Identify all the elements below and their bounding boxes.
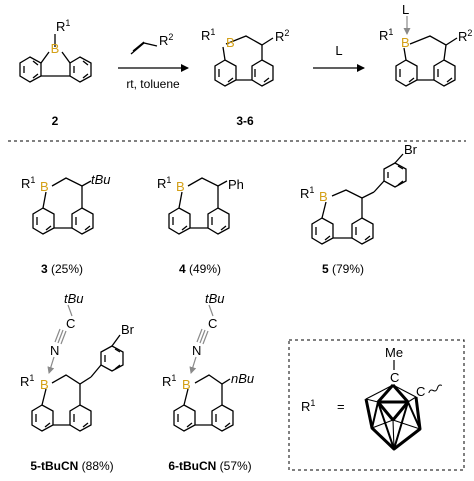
legend-methyl: Me xyxy=(385,345,403,360)
compound-3-boron: B xyxy=(40,179,49,194)
compound-5-tbucn xyxy=(31,334,124,432)
reactant-borafluorene xyxy=(19,34,92,83)
compound-6-tbucn-label: 6-tBuCN (57%) xyxy=(168,459,251,473)
compound-5-tbucn-r1: R1 xyxy=(20,373,34,389)
compound-3-substituent: tBu xyxy=(91,172,111,187)
arrow-ligand: L xyxy=(335,43,342,58)
compound-6-nitrile-c: C xyxy=(208,316,217,331)
compound-5-tbucn-substituent: Br xyxy=(121,322,135,337)
alkene-reagent xyxy=(130,41,158,55)
compound-4-substituent: Ph xyxy=(228,177,244,192)
compound-5-nitrile-c: C xyxy=(66,316,75,331)
compound-3 xyxy=(32,177,94,235)
compound-5-nitrile xyxy=(47,304,73,374)
adduct-ligand: L xyxy=(402,2,409,17)
r1-legend-box xyxy=(288,339,465,471)
compound-6-nitrile xyxy=(189,304,214,374)
compound-5 xyxy=(311,153,407,245)
legend-equals: = xyxy=(337,399,345,414)
alkene-r2: R2 xyxy=(159,32,173,48)
reaction-conditions: rt, toluene xyxy=(126,77,180,91)
compound-6-tbucn xyxy=(173,374,234,432)
adduct-r2: R2 xyxy=(458,28,472,44)
compound-4-r1: R1 xyxy=(157,175,171,191)
product-borepine xyxy=(214,35,274,87)
compound-5-tbucn-boron: B xyxy=(40,377,49,392)
adduct-boron: B xyxy=(401,35,410,50)
product-range-label: 3-6 xyxy=(236,114,254,128)
compound-4 xyxy=(168,177,230,235)
attachment-wavy-icon xyxy=(428,384,443,394)
product-adduct xyxy=(395,35,458,87)
compound-6-tbucn-substituent: nBu xyxy=(231,371,254,386)
compound-5-tbucn-label: 5-tBuCN (88%) xyxy=(30,459,113,473)
compound-4-label: 4 (49%) xyxy=(179,262,221,276)
product-boron: B xyxy=(226,35,235,50)
compound-6-nitrile-n: N xyxy=(192,343,201,358)
compound-6-tbucn-r1: R1 xyxy=(162,373,176,389)
compound-5-substituent: Br xyxy=(404,142,418,157)
legend-carbon-2: C xyxy=(416,384,425,399)
compound-5-boron: B xyxy=(319,189,328,204)
legend-r1: R1 xyxy=(301,398,315,414)
product-r1: R1 xyxy=(201,27,215,43)
product-r2: R2 xyxy=(275,28,289,44)
reactant-r1: R1 xyxy=(56,18,70,34)
compound-5-nitrile-tbu: tBu xyxy=(64,291,84,306)
compound-5-label: 5 (79%) xyxy=(322,262,364,276)
compound-3-r1: R1 xyxy=(21,175,35,191)
reactant-number: 2 xyxy=(52,114,59,128)
compound-4-boron: B xyxy=(176,179,185,194)
compound-6-nitrile-tbu: tBu xyxy=(205,291,225,306)
compound-3-label: 3 (25%) xyxy=(41,262,83,276)
adduct-r1: R1 xyxy=(379,27,393,43)
carborane-cage-icon xyxy=(364,384,422,451)
reactant-boron: B xyxy=(51,41,60,56)
compound-6-tbucn-boron: B xyxy=(182,377,191,392)
legend-carbon-1: C xyxy=(390,370,399,385)
compound-5-nitrile-n: N xyxy=(50,343,59,358)
compound-5-r1: R1 xyxy=(300,185,314,201)
